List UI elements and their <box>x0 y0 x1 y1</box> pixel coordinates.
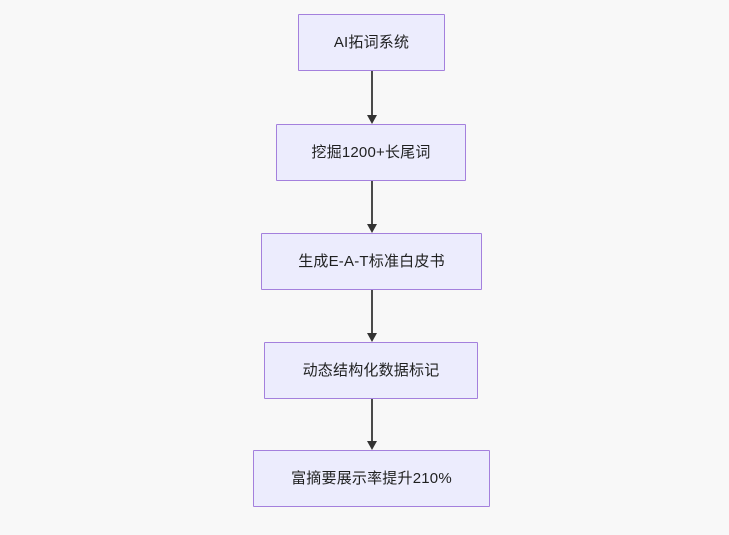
edge-line <box>371 399 373 442</box>
node-label: 动态结构化数据标记 <box>302 361 440 379</box>
flowchart-node-n3[interactable]: 生成E-A-T标准白皮书 <box>261 233 482 290</box>
arrowhead-icon <box>367 224 377 233</box>
edge-line <box>371 290 373 334</box>
flowchart-node-n4[interactable]: 动态结构化数据标记 <box>264 342 478 399</box>
edge-n4-n5 <box>367 399 377 450</box>
arrowhead-icon <box>367 115 377 124</box>
arrowhead-icon <box>367 441 377 450</box>
node-label: 富摘要展示率提升210% <box>291 469 452 487</box>
edge-n1-n2 <box>367 71 377 124</box>
flowchart-node-n5[interactable]: 富摘要展示率提升210% <box>253 450 490 507</box>
arrowhead-icon <box>367 333 377 342</box>
node-label: 生成E-A-T标准白皮书 <box>298 252 445 270</box>
edge-n3-n4 <box>367 290 377 342</box>
node-label: AI拓词系统 <box>333 33 410 51</box>
edge-line <box>371 181 373 225</box>
flowchart-node-n2[interactable]: 挖掘1200+长尾词 <box>276 124 466 181</box>
node-label: 挖掘1200+长尾词 <box>311 143 431 161</box>
edge-line <box>371 71 373 116</box>
edge-n2-n3 <box>367 181 377 233</box>
flowchart-node-n1[interactable]: AI拓词系统 <box>298 14 445 71</box>
